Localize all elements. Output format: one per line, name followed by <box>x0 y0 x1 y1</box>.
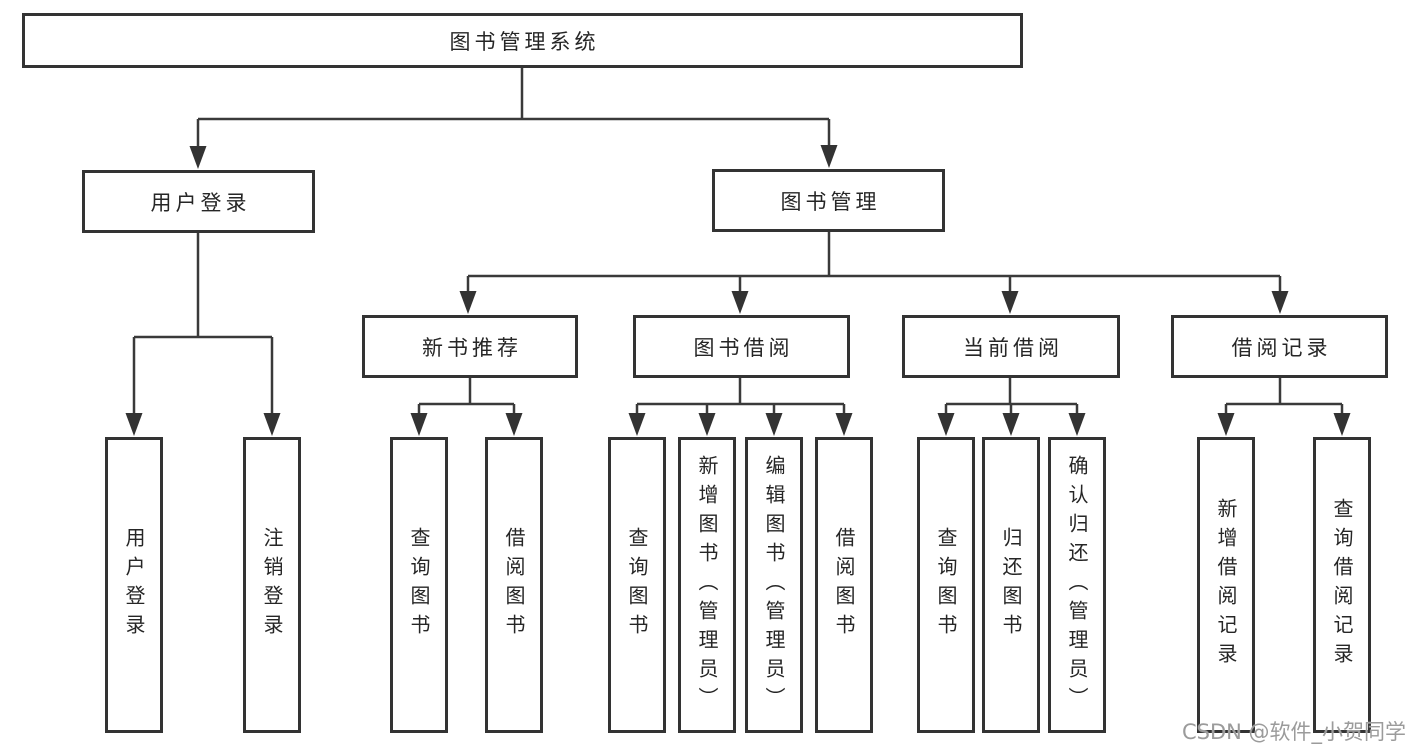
node-book-borrow: 图书借阅 <box>633 315 850 378</box>
leaf-borrow-books: 借阅图书 <box>815 437 873 733</box>
leaf-edit-books-admin: 编辑图书（管理员） <box>745 437 803 733</box>
connector-login-to-leaves <box>125 233 281 436</box>
connector-borrow-to-leaves <box>628 378 853 436</box>
connector-bookmgmt-to-modules <box>459 232 1289 314</box>
node-new-book-recommend: 新书推荐 <box>362 315 578 378</box>
leaf-query-books-borrow: 查询图书 <box>608 437 666 733</box>
connector-newrec-to-leaves <box>410 378 523 436</box>
csdn-watermark: CSDN @软件_小贺同学 <box>1182 720 1405 744</box>
leaf-logout: 注销登录 <box>243 437 301 733</box>
node-book-management: 图书管理 <box>712 169 945 232</box>
leaf-query-books-recommend: 查询图书 <box>390 437 448 733</box>
leaf-add-books-admin: 新增图书（管理员） <box>678 437 736 733</box>
leaf-borrow-books-recommend: 借阅图书 <box>485 437 543 733</box>
leaf-return-books: 归还图书 <box>982 437 1040 733</box>
leaf-query-books-current: 查询图书 <box>917 437 975 733</box>
leaf-add-borrow-record: 新增借阅记录 <box>1197 437 1255 733</box>
node-current-borrow: 当前借阅 <box>902 315 1120 378</box>
connector-current-to-leaves <box>937 378 1086 436</box>
node-borrow-records: 借阅记录 <box>1171 315 1388 378</box>
node-user-login: 用户登录 <box>82 170 315 233</box>
connector-records-to-leaves <box>1217 378 1351 436</box>
leaf-query-borrow-record: 查询借阅记录 <box>1313 437 1371 733</box>
leaf-confirm-return-admin: 确认归还（管理员） <box>1048 437 1106 733</box>
node-system-root: 图书管理系统 <box>22 13 1023 68</box>
connector-root-to-branches <box>189 68 838 169</box>
leaf-user-login: 用户登录 <box>105 437 163 733</box>
